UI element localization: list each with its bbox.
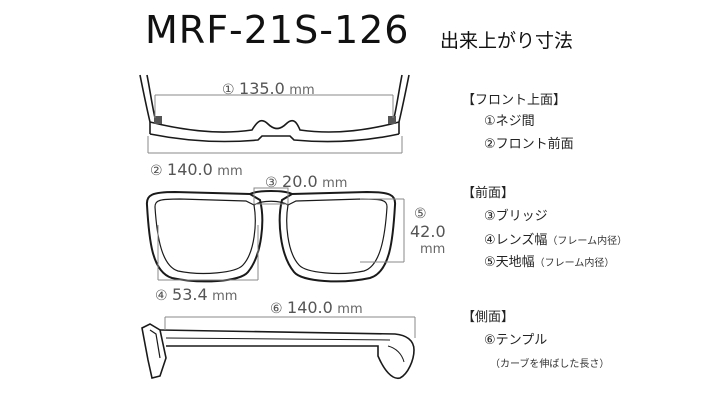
- dimension-line-2: [147, 136, 403, 154]
- dimension-label-6: ⑥ 140.0 mm: [270, 298, 363, 317]
- legend-heading-side: 【側面】: [462, 310, 515, 325]
- dimension-value: 53.4: [172, 285, 208, 304]
- dimension-line-4: [157, 225, 259, 281]
- dimension-marker: ④: [155, 288, 168, 304]
- dimension-label-5: ⑤ 42.0 mm: [410, 205, 446, 259]
- legend-note-temple: （カーブを伸ばした長さ）: [490, 359, 610, 370]
- page-title: MRF-21S-126: [145, 8, 410, 52]
- legend-item-temple: ⑥テンプル: [484, 333, 548, 348]
- dimension-line-1: [154, 94, 394, 118]
- legend-item-bridge: ③ブリッジ: [484, 205, 548, 224]
- dimension-unit: mm: [212, 289, 238, 304]
- legend-heading-front-top: 【フロント上面】: [462, 93, 567, 108]
- dimension-marker: ⑥: [270, 301, 283, 317]
- dimension-label-3: ③ 20.0 mm: [265, 172, 347, 191]
- legend-item-lens-height: ⑤天地幅（フレーム内径）: [484, 251, 614, 270]
- front-view-frame: [145, 190, 397, 283]
- dimension-line-5: [360, 198, 405, 263]
- legend-item-screw-distance: ①ネジ間: [484, 114, 535, 129]
- dimension-line-6: [164, 316, 416, 338]
- side-view-frame: [141, 323, 415, 380]
- legend-item-label: ③ブリッジ: [484, 209, 548, 224]
- dimension-label-2: ② 140.0 mm: [150, 160, 243, 179]
- legend-item-lens-width: ④レンズ幅（フレーム内径）: [484, 229, 627, 248]
- dimension-line-3: [253, 187, 289, 205]
- dimension-value: 135.0: [239, 79, 285, 98]
- dimension-marker: ③: [265, 175, 278, 191]
- dimension-marker: ②: [150, 163, 163, 179]
- dimension-label-1: ① 135.0 mm: [222, 79, 315, 98]
- legend-item-label: ⑤天地幅: [484, 255, 535, 270]
- legend-item-note: （フレーム内径）: [534, 258, 615, 269]
- dimension-value: 140.0: [167, 160, 213, 179]
- dimension-marker: ⑤: [414, 206, 427, 222]
- legend-item-label: ④レンズ幅: [484, 233, 548, 248]
- dimension-unit: mm: [420, 242, 446, 257]
- dimension-value: 20.0: [282, 172, 318, 191]
- top-view-frame: [139, 74, 410, 143]
- dimension-label-4: ④ 53.4 mm: [155, 285, 237, 304]
- page-subtitle: 出来上がり寸法: [440, 30, 574, 52]
- dimension-value: 42.0: [410, 222, 446, 241]
- dimension-unit: mm: [322, 176, 348, 191]
- legend-item-note: （フレーム内径）: [547, 236, 628, 247]
- dimension-unit: mm: [289, 83, 315, 98]
- dimension-unit: mm: [217, 164, 243, 179]
- dimension-marker: ①: [222, 82, 235, 98]
- dimension-value: 140.0: [287, 298, 333, 317]
- dimension-unit: mm: [337, 302, 363, 317]
- legend-heading-front: 【前面】: [462, 186, 515, 201]
- legend-item-front-width: ②フロント前面: [484, 137, 574, 152]
